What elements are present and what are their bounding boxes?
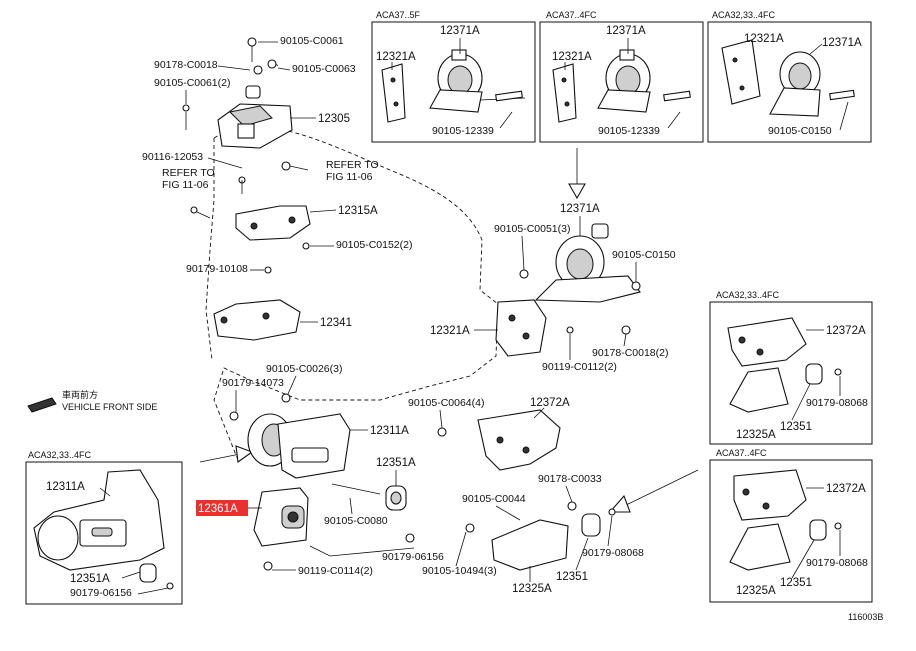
- bush-12351: [581, 513, 601, 537]
- label-12371A: 12371A: [560, 203, 600, 215]
- part-12315A: [235, 205, 311, 274]
- label-90179-08068: 90179-08068: [582, 547, 644, 559]
- label-12361A: 12361A: [198, 503, 238, 515]
- inset-title: ACA37..4FC: [546, 10, 597, 20]
- label-90178-C0033: 90178-C0033: [538, 473, 602, 485]
- label-12351A: 12351A: [70, 573, 110, 585]
- label-90119-C0114-2: 90119-C0114(2): [298, 565, 373, 577]
- label-12371A: 12371A: [606, 25, 646, 37]
- front-side-en: VEHICLE FRONT SIDE: [62, 402, 157, 412]
- part-12311A: [229, 393, 351, 479]
- direction-arrows: [27, 148, 699, 513]
- inset-right1: ACA32,33..4FC 12372A 90179-08068 12325A …: [709, 290, 873, 445]
- inset-right2: ACA37..4FC 12372A 90179-08068 12325A 123…: [709, 448, 873, 603]
- label-90105-C0061: 90105-C0061: [280, 35, 344, 47]
- inset-title: ACA37..4FC: [716, 448, 767, 458]
- label-90105-C0026-3: 90105-C0026(3): [266, 363, 342, 375]
- part-12361A: [253, 487, 309, 571]
- part-12372A: [437, 409, 561, 471]
- label-90119-C0112-2: 90119-C0112(2): [542, 361, 617, 373]
- label-12311A: 12311A: [370, 425, 409, 437]
- label-12315A: 12315A: [338, 205, 378, 217]
- label-12321A: 12321A: [376, 51, 416, 63]
- label-12372A: 12372A: [826, 483, 866, 495]
- label-90105-C0150: 90105-C0150: [768, 125, 832, 137]
- refer-right-2: FIG 11-06: [326, 171, 373, 183]
- label-12371A: 12371A: [822, 37, 862, 49]
- label-90105-12339: 90105-12339: [432, 125, 494, 137]
- front-side-jp: 車両前方: [62, 389, 98, 400]
- label-12325A: 12325A: [736, 429, 776, 441]
- inset-top2: ACA37..4FC 12371A 12321A 90105-12339: [539, 10, 704, 143]
- bracket-12325A: [729, 367, 789, 413]
- label-12325A: 12325A: [512, 583, 552, 595]
- label-12341: 12341: [320, 317, 352, 329]
- label-12351: 12351: [780, 577, 812, 589]
- front-arrow-icon: [27, 397, 57, 413]
- refer-right-1: REFER TO: [326, 159, 379, 171]
- label-90179-06156: 90179-06156: [70, 587, 132, 599]
- label-12371A: 12371A: [440, 25, 480, 37]
- bracket-12372A: [727, 317, 807, 367]
- label-90179-08068: 90179-08068: [806, 397, 868, 409]
- label-90105-C0080: 90105-C0080: [324, 515, 388, 527]
- label-12372A: 12372A: [530, 397, 570, 409]
- part-12325A: [465, 501, 616, 571]
- label-12321A: 12321A: [430, 325, 470, 337]
- label-90178-C0018: 90178-C0018: [154, 59, 218, 71]
- label-12351: 12351: [556, 571, 588, 583]
- part-12371A: [519, 223, 641, 303]
- label-12305: 12305: [318, 113, 350, 125]
- label-12325A: 12325A: [736, 585, 776, 597]
- inset-left: ACA32,33..4FC 12311A 12351A 90179-06156: [25, 450, 183, 605]
- refer-left-2: FIG 11-06: [162, 179, 209, 191]
- label-90105-12339: 90105-12339: [598, 125, 660, 137]
- label-12351: 12351: [780, 421, 812, 433]
- bush-12351A: [139, 563, 157, 583]
- label-90105-C0061-2: 90105-C0061(2): [154, 77, 230, 89]
- refer-left-1: REFER TO: [162, 167, 215, 179]
- inset-top1: ACA37..5F 12371A 12321A 90105-12339: [371, 10, 536, 143]
- bush-12351: [805, 363, 823, 385]
- inset-title: ACA32,33..4FC: [712, 10, 776, 20]
- label-12311A: 12311A: [46, 481, 85, 493]
- part-12341: [213, 299, 318, 341]
- part-12305: [217, 85, 316, 149]
- label-12351A: 12351A: [376, 457, 416, 469]
- label-12321A: 12321A: [552, 51, 592, 63]
- inset-title: ACA32,33..4FC: [28, 450, 92, 460]
- label-90105-C0152-2: 90105-C0152(2): [336, 239, 412, 251]
- highlight-12361A: [196, 500, 248, 516]
- label-90105-C0063: 90105-C0063: [292, 63, 356, 75]
- bush-12351: [809, 519, 827, 541]
- label-12372A: 12372A: [826, 325, 866, 337]
- label-12321A: 12321A: [744, 33, 784, 45]
- inset-title: ACA32,33..4FC: [716, 290, 780, 300]
- main-labels: 90105-C0061 90178-C0018 90105-C0063 9010…: [142, 35, 676, 595]
- label-90105-C0150: 90105-C0150: [612, 249, 676, 261]
- label-90105-C0051-3: 90105-C0051(3): [494, 223, 570, 235]
- label-90116-12053: 90116-12053: [142, 151, 203, 163]
- label-90179-14073: 90179-14073: [222, 377, 284, 389]
- bracket-12321A: [721, 39, 761, 105]
- bracket-12321A: [552, 63, 577, 123]
- bracket-12372A: [733, 469, 807, 521]
- inset-title: ACA37..5F: [376, 10, 421, 20]
- bolts-upper: [182, 37, 309, 219]
- inset-top3: ACA32,33..4FC 12321A 12371A 90105-C0150: [707, 10, 872, 143]
- label-90179-10108: 90179-10108: [186, 263, 248, 275]
- part-12351A: [309, 483, 415, 557]
- label-90105-C0064-4: 90105-C0064(4): [408, 397, 484, 409]
- diagram-code: 116003B: [848, 612, 883, 622]
- label-90179-08068: 90179-08068: [806, 557, 868, 569]
- label-90105-10494-3: 90105-10494(3): [422, 565, 497, 577]
- label-90105-C0044: 90105-C0044: [462, 493, 526, 505]
- label-90178-C0018-2: 90178-C0018(2): [592, 347, 668, 359]
- bracket-12321A: [381, 63, 406, 123]
- label-90179-06156: 90179-06156: [382, 551, 444, 563]
- bracket-12325A: [729, 523, 791, 571]
